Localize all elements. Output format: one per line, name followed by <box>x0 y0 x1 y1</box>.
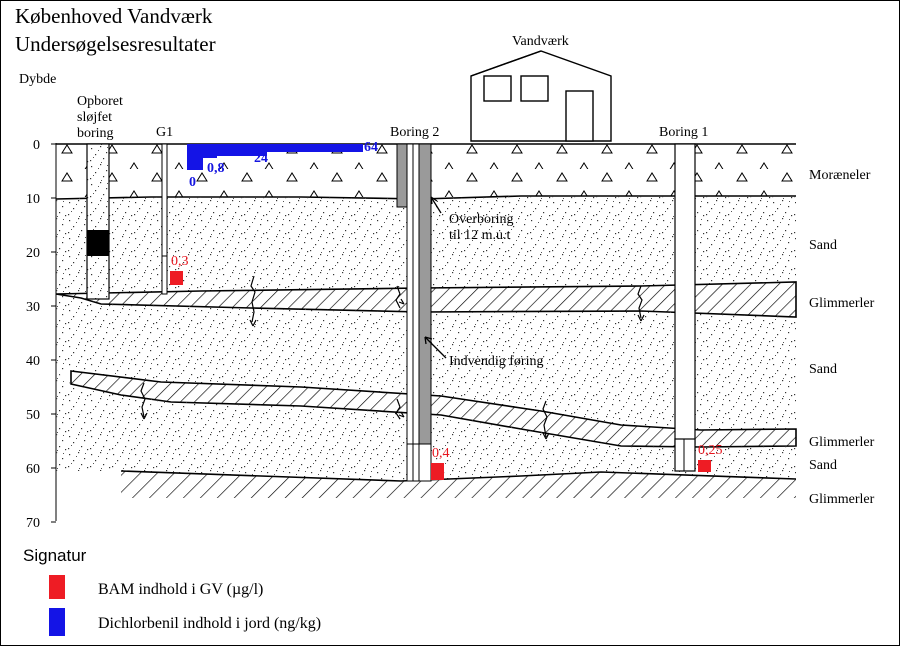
well-opboret-label-2: sløjfet <box>77 110 112 125</box>
bam-value-boring-1: 0,25 <box>698 443 723 458</box>
depth-axis-label: Dybde <box>19 72 56 87</box>
indvendig-arrow <box>424 336 447 359</box>
dichlorbenil-bar-3 <box>267 144 363 152</box>
dichlorbenil-value-3: 64 <box>364 140 378 155</box>
depth-tick-label: 0 <box>33 138 40 153</box>
layer-label-sand-1: Sand <box>809 238 837 253</box>
well-g1-label: G1 <box>156 125 173 140</box>
well-opboret <box>86 143 110 300</box>
overboring-arrow <box>430 196 442 214</box>
title-line-1: Københoved Vandværk <box>15 4 213 28</box>
layer-label-glimmerler-2: Glimmerler <box>809 435 875 450</box>
legend-heading: Signatur <box>23 546 87 565</box>
flow-arrows <box>140 275 645 440</box>
dichlorbenil-value-0: 0 <box>189 175 196 190</box>
bam-value-g1: 0,3 <box>171 254 189 269</box>
well-opboret-label-1: Opboret <box>77 94 123 109</box>
legend-bam-label: BAM indhold i GV (µg/l) <box>98 581 263 598</box>
indvendig-arrowhead <box>424 336 433 345</box>
dichlorbenil-value-2: 24 <box>254 151 268 166</box>
layer-label-moraeneler: Moræneler <box>809 168 871 183</box>
well-opboret-label-3: boring <box>77 126 114 141</box>
depth-tick-label: 60 <box>26 462 40 477</box>
well-boring-2 <box>396 143 432 482</box>
well-boring-1 <box>674 143 696 472</box>
dichlorbenil-bar-2 <box>217 144 267 156</box>
depth-tick-label: 50 <box>26 408 40 423</box>
indvendig-label: Indvendig føring <box>449 354 543 369</box>
layer-label-glimmerler-1: Glimmerler <box>809 296 875 311</box>
legend-bam-swatch <box>49 575 65 599</box>
dichlorbenil-bars <box>187 144 363 170</box>
well-boring-2-label: Boring 2 <box>390 125 439 140</box>
vandvaerk-building <box>470 50 612 142</box>
depth-tick-label: 40 <box>26 354 40 369</box>
overboring-arrowhead <box>430 196 438 205</box>
building-label: Vandværk <box>512 34 569 49</box>
dichlorbenil-bar-1 <box>203 144 217 158</box>
well-boring-1-label: Boring 1 <box>659 125 708 140</box>
depth-tick-label: 10 <box>26 192 40 207</box>
depth-tick-label: 70 <box>26 516 40 531</box>
well-g1 <box>161 143 168 295</box>
depth-ticks: 0 10 20 30 40 50 60 70 <box>26 138 56 531</box>
title-line-2: Undersøgelsesresultater <box>15 32 216 56</box>
bam-value-boring-2: 0,4 <box>432 446 450 461</box>
dichlorbenil-value-1: 0,8 <box>207 161 225 176</box>
depth-tick-label: 20 <box>26 246 40 261</box>
overboring-label-2: til 12 m.u.t <box>449 228 511 243</box>
legend-dichlorbenil-swatch <box>49 608 65 636</box>
overboring-label-1: Overboring <box>449 212 514 227</box>
bam-marker-g1 <box>170 271 183 285</box>
layer-label-sand-2: Sand <box>809 362 837 377</box>
glimmerler-bottom-line <box>120 470 797 482</box>
dichlorbenil-bar-0 <box>187 144 203 170</box>
legend-dichlorbenil-label: Dichlorbenil indhold i jord (ng/kg) <box>98 615 321 632</box>
bam-marker-boring-2 <box>431 463 444 480</box>
depth-tick-label: 30 <box>26 300 40 315</box>
layer-label-glimmerler-3: Glimmerler <box>809 492 875 507</box>
bam-marker-boring-1 <box>698 460 711 472</box>
layer-label-sand-3: Sand <box>809 458 837 473</box>
